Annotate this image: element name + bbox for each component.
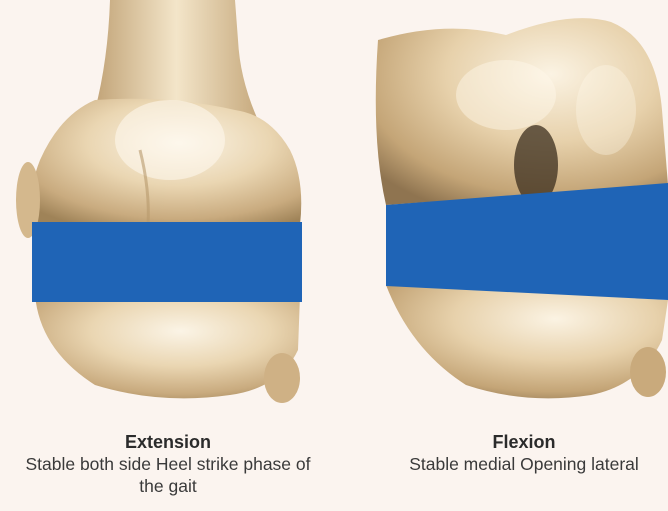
- knee-flexion-illustration: [356, 0, 668, 403]
- extension-caption: Extension Stable both side Heel strike p…: [18, 431, 318, 497]
- knee-extension-illustration: [0, 0, 330, 403]
- bone-highlight-flexed-2: [576, 65, 636, 155]
- knee-flexion-svg: [356, 0, 668, 403]
- spacer-band: [32, 222, 302, 302]
- knee-extension-svg: [0, 0, 330, 403]
- bone-highlight: [115, 100, 225, 180]
- fibula-head: [264, 353, 300, 403]
- tibia-flexed: [386, 285, 668, 398]
- extension-title: Extension: [18, 431, 318, 453]
- bone-highlight-flexed: [456, 60, 556, 130]
- flexion-caption: Flexion Stable medial Opening lateral: [374, 431, 668, 475]
- flexion-title: Flexion: [374, 431, 668, 453]
- flexion-description: Stable medial Opening lateral: [374, 453, 668, 475]
- extension-description: Stable both side Heel strike phase of th…: [18, 453, 318, 497]
- fibula-head-flexed: [630, 347, 666, 397]
- tibia: [35, 295, 300, 398]
